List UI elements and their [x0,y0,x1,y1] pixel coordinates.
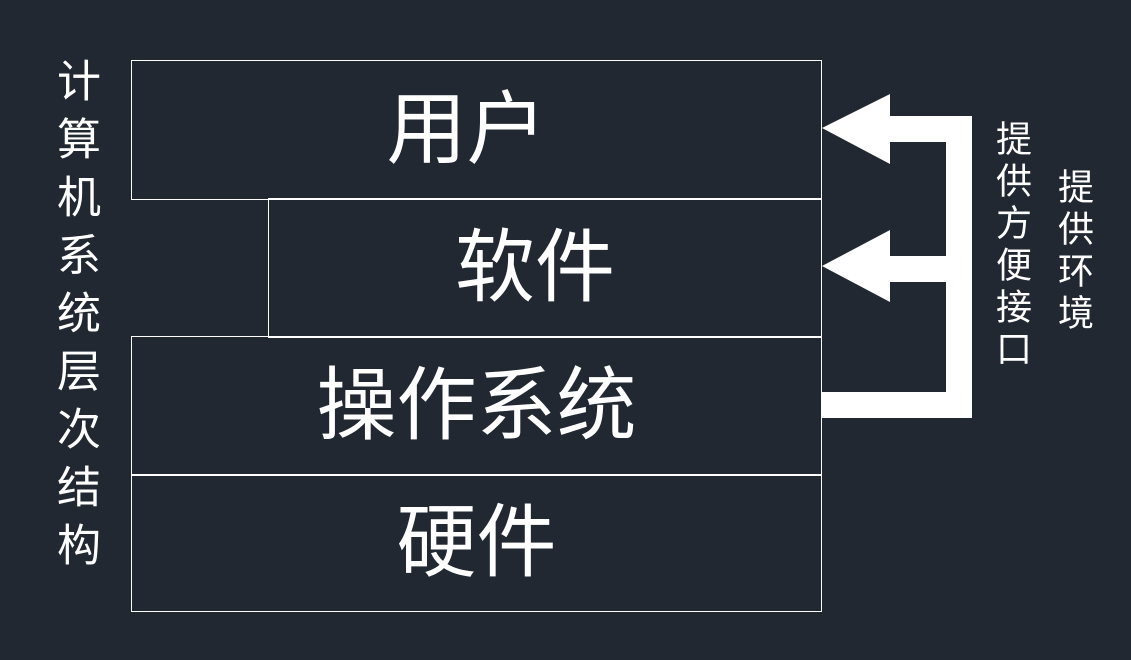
layer-os-label: 操作系统 [316,359,637,452]
diagram-side-title: 计算机系统层次结构 [49,58,100,580]
label-convenient-interface: 提供方便接口 [990,120,1031,372]
layer-user-label: 用户 [386,83,547,176]
layer-operating-system: 操作系统 [131,336,822,476]
label-environment: 提供环境 [1052,168,1093,336]
layer-user: 用户 [131,60,822,200]
layer-hardware: 硬件 [131,474,822,612]
outer-connector [822,94,972,418]
layer-hardware-label: 硬件 [396,496,557,589]
layer-software: 软件 [268,198,822,338]
layer-software-label: 软件 [455,221,615,314]
inner-connector [822,230,946,302]
